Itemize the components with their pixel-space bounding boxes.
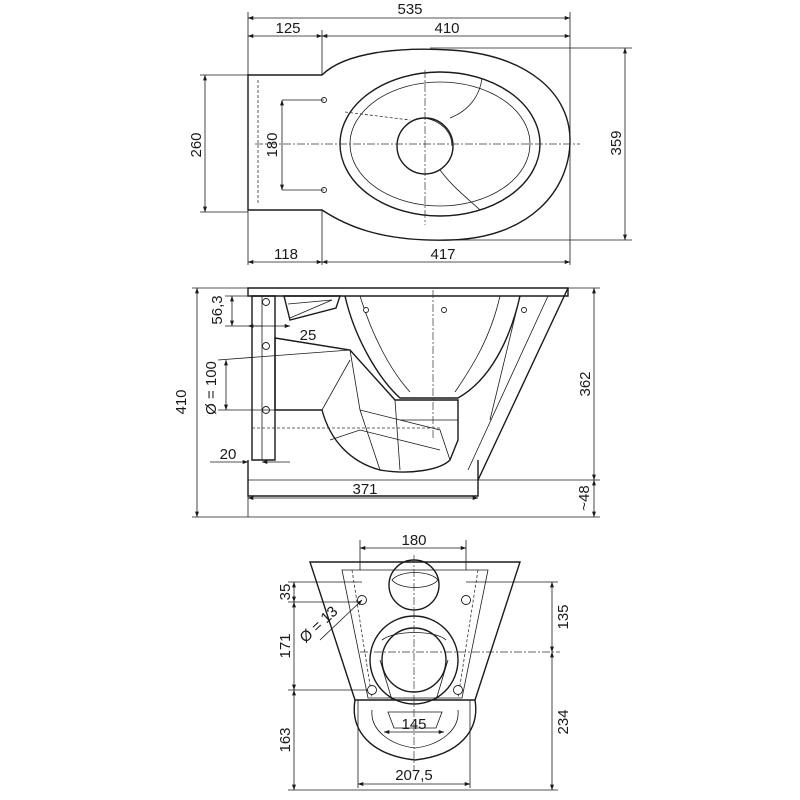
side-view-bolt (262, 342, 270, 350)
side-view-front-face (477, 287, 569, 481)
dim-label-171: 171 (277, 633, 294, 658)
dim-label-234: 234 (555, 709, 572, 734)
side-view-top-deck (247, 287, 569, 297)
dim-line-hole (319, 599, 363, 641)
dim-label-371: 371 (352, 481, 377, 498)
side-view: 56,3 25 Ø = 100 410 362 20 371 ~48 (173, 287, 600, 518)
dim-label-145: 145 (401, 716, 426, 733)
side-view-wall-plate (251, 295, 276, 461)
side-view-base (247, 460, 479, 497)
dim-label-135: 135 (555, 604, 572, 629)
dim-label-410-side: 410 (173, 389, 190, 414)
side-view-bolt (262, 298, 270, 306)
top-view: 535 125 410 260 180 359 118 417 (188, 1, 632, 265)
side-view-hole (363, 307, 369, 313)
dim-label-20: 20 (220, 446, 237, 463)
dim-label-hole-diameter: Ø = 13 (297, 603, 342, 646)
top-view-hidden-line (344, 111, 411, 121)
top-view-outline (247, 48, 571, 241)
dim-label-362: 362 (577, 371, 594, 396)
front-view: 180 35 Ø = 13 171 135 163 234 145 207,5 (277, 532, 572, 791)
side-view-bowl (344, 295, 521, 399)
side-view-hole (441, 307, 447, 313)
side-view-inlet (283, 295, 341, 321)
dim-label-260: 260 (188, 132, 205, 157)
side-view-hole (521, 307, 527, 313)
dim-label-35: 35 (277, 584, 294, 601)
dim-label-535: 535 (397, 1, 422, 18)
top-view-flush-line-2 (439, 169, 481, 211)
top-view-drain-inner (424, 117, 453, 147)
front-view-bolt-hole (453, 685, 463, 695)
dim-label-56-3: 56,3 (209, 295, 226, 324)
top-view-flush-line-1 (449, 77, 483, 119)
dim-label-417: 417 (430, 246, 455, 263)
dim-label-48: ~48 (576, 485, 593, 510)
front-view-outline (309, 561, 521, 701)
side-view-outlet (274, 337, 459, 473)
dim-label-163: 163 (277, 727, 294, 752)
front-view-base (353, 699, 477, 761)
dim-label-207-5: 207,5 (395, 767, 433, 784)
dim-label-118: 118 (274, 246, 298, 263)
dim-label-25: 25 (300, 327, 317, 344)
dim-label-125: 125 (275, 20, 300, 37)
front-view-bolt-hole (367, 685, 377, 695)
dim-label-pipe-diameter: Ø = 100 (203, 361, 220, 415)
dim-label-180-front: 180 (401, 532, 426, 549)
dim-label-410-top: 410 (434, 20, 459, 37)
front-view-bolt-hole (461, 595, 471, 605)
dim-label-359: 359 (608, 130, 625, 155)
dim-label-180-top: 180 (264, 132, 281, 157)
